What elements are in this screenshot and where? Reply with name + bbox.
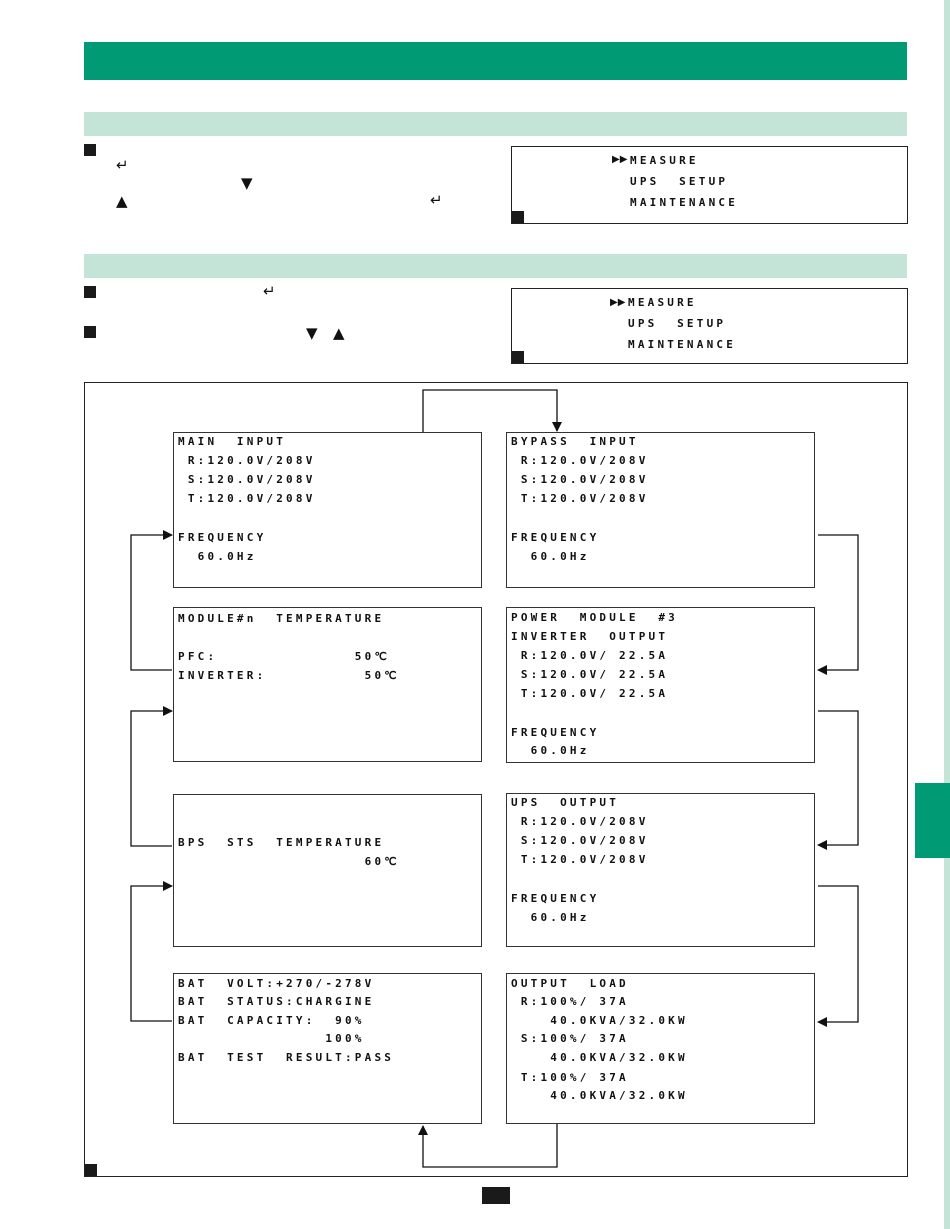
arrow-inverter-to-ups-output — [817, 710, 859, 850]
step-bullet-1 — [84, 144, 96, 156]
page-title-bar — [84, 42, 907, 80]
screen-line: BYPASS INPUT — [511, 435, 639, 448]
enter-key-icon: ↵ — [116, 156, 129, 174]
screen-line: MAIN INPUT — [178, 435, 287, 448]
screen-line: 40.0KVA/32.0KW — [511, 1014, 688, 1027]
arrow-ups-output-to-load — [817, 885, 859, 1027]
down-arrow-icon: ▼ — [306, 324, 318, 342]
arrow-main-to-bypass — [422, 389, 562, 432]
screen-power-module-output: POWER MODULE #3 INVERTER OUTPUT R:120.0V… — [506, 607, 815, 763]
screen-line: R:100%/ 37A — [511, 995, 629, 1008]
arrow-load-to-battery — [418, 1123, 558, 1168]
enter-key-icon: ↵ — [263, 282, 276, 300]
screen-line: 60.0Hz — [511, 911, 590, 924]
screen-bps-sts-temperature: BPS STS TEMPERATURE 60℃ — [173, 794, 482, 947]
lcd-corner-marker — [512, 211, 524, 223]
screen-line: FREQUENCY — [178, 531, 267, 544]
screen-line: PFC: 50℃ — [178, 650, 391, 663]
lcd-menu-item: MAINTENANCE — [628, 338, 737, 351]
screen-line: FREQUENCY — [511, 892, 600, 905]
screen-line: UPS OUTPUT — [511, 796, 620, 809]
screen-line: 60℃ — [178, 855, 400, 868]
lcd-menu-item: MEASURE — [630, 154, 699, 167]
screen-line: S:120.0V/ 22.5A — [511, 668, 669, 681]
page-edge-strip — [944, 0, 950, 1229]
screen-line: BAT TEST RESULT:PASS — [178, 1051, 395, 1064]
screen-line: 60.0Hz — [511, 744, 590, 757]
section-side-tab — [915, 783, 950, 858]
screen-line: POWER MODULE #3 — [511, 611, 678, 624]
lcd-menu-item: MEASURE — [628, 296, 697, 309]
screen-line: R:120.0V/208V — [178, 454, 316, 467]
screen-line: S:120.0V/208V — [511, 473, 649, 486]
screen-line: BAT VOLT:+270/-278V — [178, 977, 375, 990]
arrow-bypass-to-inverter — [817, 534, 859, 675]
screen-line: S:100%/ 37A — [511, 1032, 629, 1045]
screen-line: 40.0KVA/32.0KW — [511, 1089, 688, 1102]
screen-line: MODULE#n TEMPERATURE — [178, 612, 385, 625]
screen-main-input: MAIN INPUT R:120.0V/208V S:120.0V/208V T… — [173, 432, 482, 588]
enter-key-icon: ↵ — [430, 191, 443, 209]
screen-line: S:120.0V/208V — [511, 834, 649, 847]
screen-bypass-input: BYPASS INPUT R:120.0V/208V S:120.0V/208V… — [506, 432, 815, 588]
screen-line: BAT CAPACITY: 90% — [178, 1014, 365, 1027]
down-arrow-icon: ▼ — [241, 174, 253, 192]
section-header-bar-1 — [84, 112, 907, 136]
arrow-battery-to-bps — [130, 881, 173, 1022]
arrow-bps-to-module-temp — [130, 706, 173, 847]
lcd-menu-display-2: ▶▶ MEASURE UPS SETUP MAINTENANCE — [511, 288, 908, 364]
lcd-menu-item: UPS SETUP — [630, 175, 729, 188]
screen-line: S:120.0V/208V — [178, 473, 316, 486]
screen-line: 60.0Hz — [178, 550, 257, 563]
screen-line: R:120.0V/208V — [511, 815, 649, 828]
measure-flow-diagram — [84, 382, 908, 1177]
double-triangle-cursor-icon: ▶▶ — [612, 154, 628, 165]
step-bullet-3 — [84, 326, 96, 338]
screen-line: BPS STS TEMPERATURE — [178, 836, 385, 849]
lcd-menu-display-1: ▶▶ MEASURE UPS SETUP MAINTENANCE — [511, 146, 908, 224]
lcd-menu-item: UPS SETUP — [628, 317, 727, 330]
screen-line: FREQUENCY — [511, 531, 600, 544]
screen-ups-output: UPS OUTPUT R:120.0V/208V S:120.0V/208V T… — [506, 793, 815, 947]
up-arrow-icon: ▲ — [116, 192, 128, 210]
screen-line: T:120.0V/208V — [511, 853, 649, 866]
lcd-menu-item: MAINTENANCE — [630, 196, 739, 209]
step-bullet-2 — [84, 286, 96, 298]
screen-line: INVERTER: 50℃ — [178, 669, 400, 682]
screen-line: T:120.0V/ 22.5A — [511, 687, 669, 700]
screen-line: FREQUENCY — [511, 726, 600, 739]
screen-line: T:100%/ 37A — [511, 1071, 629, 1084]
section-header-bar-2 — [84, 254, 907, 278]
arrow-module-temp-to-main — [130, 530, 173, 671]
screen-line: OUTPUT LOAD — [511, 977, 629, 990]
screen-line: 60.0Hz — [511, 550, 590, 563]
lcd-corner-marker — [512, 351, 524, 363]
screen-output-load: OUTPUT LOAD R:100%/ 37A 40.0KVA/32.0KW S… — [506, 973, 815, 1124]
screen-line: 100% — [178, 1032, 365, 1045]
screen-line: T:120.0V/208V — [178, 492, 316, 505]
screen-line: T:120.0V/208V — [511, 492, 649, 505]
screen-line: R:120.0V/208V — [511, 454, 649, 467]
screen-line: BAT STATUS:CHARGINE — [178, 995, 375, 1008]
up-arrow-icon: ▲ — [333, 324, 345, 342]
screen-line: R:120.0V/ 22.5A — [511, 649, 669, 662]
screen-line: INVERTER OUTPUT — [511, 630, 669, 643]
screen-module-temperature: MODULE#n TEMPERATURE PFC: 50℃ INVERTER: … — [173, 607, 482, 762]
screen-battery: BAT VOLT:+270/-278V BAT STATUS:CHARGINE … — [173, 973, 482, 1124]
diagram-corner-marker — [85, 1164, 97, 1176]
screen-line: 40.0KVA/32.0KW — [511, 1051, 688, 1064]
page-number-block — [482, 1187, 510, 1204]
double-triangle-cursor-icon: ▶▶ — [610, 297, 626, 308]
